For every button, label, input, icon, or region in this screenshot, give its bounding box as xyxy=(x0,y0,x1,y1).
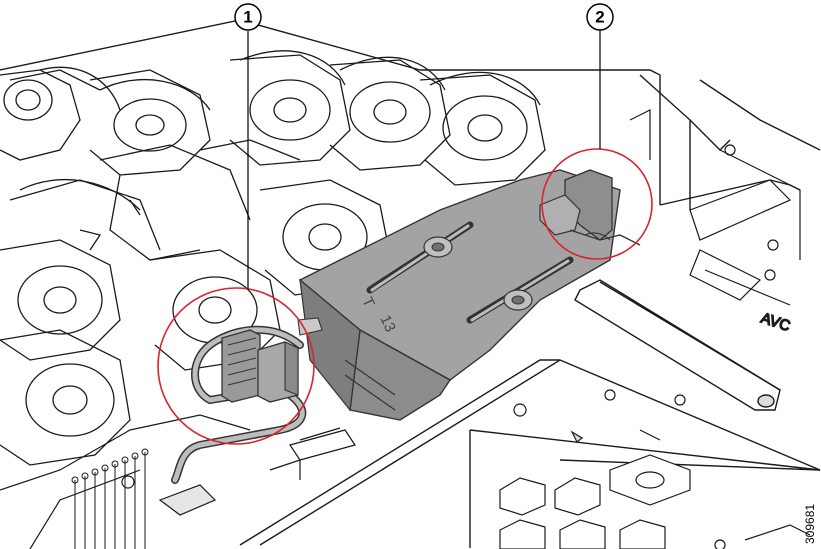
fan-module-4 xyxy=(329,56,451,171)
fan-module-1 xyxy=(0,66,121,161)
fan-module-6 xyxy=(0,239,121,361)
bracket-part-marking: 13 xyxy=(376,313,398,335)
chassis-floor-features xyxy=(499,389,811,549)
heatsink-pins xyxy=(71,448,149,549)
chassis-outline xyxy=(0,19,821,548)
callout-1-bubble: 1 xyxy=(234,3,262,31)
fan-module-2 xyxy=(89,69,211,261)
fan-module-3 xyxy=(229,50,351,166)
connector-housing-left xyxy=(221,329,261,403)
callout-2-highlight-circle xyxy=(541,148,653,260)
rail-marking: AVC xyxy=(759,310,793,335)
figure-number: 309681 xyxy=(803,504,817,544)
callout-1-highlight-circle xyxy=(157,287,315,445)
fan-module-5 xyxy=(419,71,546,186)
fan-module-7 xyxy=(0,329,131,466)
motherboard-area xyxy=(0,414,356,549)
screw-boss xyxy=(423,236,453,258)
callout-2-number: 2 xyxy=(595,8,604,27)
right-side-details xyxy=(629,109,801,306)
callout-1-number: 1 xyxy=(243,8,252,27)
screw-boss xyxy=(503,289,533,311)
gray-bracket: 13 T xyxy=(298,169,641,421)
bracket-slot xyxy=(370,224,470,292)
callout-2-bubble: 2 xyxy=(586,3,614,31)
